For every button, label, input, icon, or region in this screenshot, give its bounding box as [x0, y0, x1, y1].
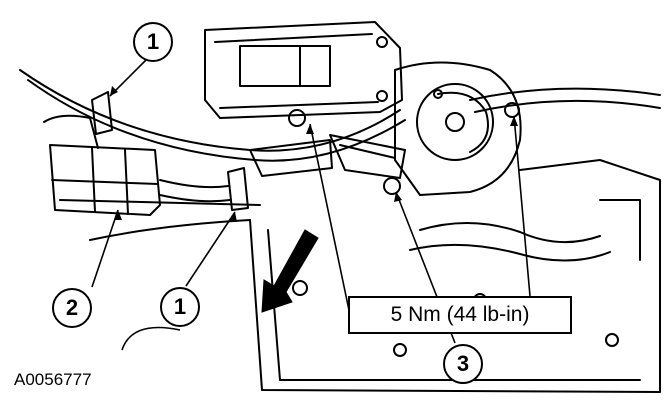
leader-torque-right [513, 115, 531, 297]
callout-2: 2 [52, 288, 92, 328]
leader-torque-left [309, 123, 351, 316]
figure-id: A0056777 [14, 370, 92, 389]
drive-linkage [329, 134, 406, 179]
harness-tube [19, 69, 401, 152]
wire-clip-bottom [227, 167, 249, 211]
panel-hole [605, 333, 619, 347]
leader-1-top [109, 57, 149, 97]
mount-bolt-left [288, 109, 306, 127]
callout-1-top: 1 [133, 22, 173, 62]
wire-clip-top [91, 91, 113, 135]
output-shaft [445, 112, 465, 132]
callout-3: 3 [443, 344, 483, 384]
mounting-panel [249, 159, 661, 393]
panel-hole [292, 280, 308, 296]
panel-inner-edge [267, 229, 641, 381]
panel-hole [393, 343, 407, 357]
electrical-connector [49, 144, 161, 216]
motor-housing [204, 21, 403, 119]
callout-1-bottom: 1 [160, 287, 200, 327]
leader-2 [91, 209, 119, 288]
leader-1-bottom [185, 211, 236, 287]
gear-cover [416, 83, 494, 161]
gearbox-housing [394, 61, 522, 196]
gearbox-bolt-right [504, 102, 520, 118]
direction-arrow [261, 229, 319, 313]
torque-spec-label: 5 Nm (44 lb-in) [348, 296, 572, 334]
gearbox-bolt-bottom [383, 177, 401, 195]
